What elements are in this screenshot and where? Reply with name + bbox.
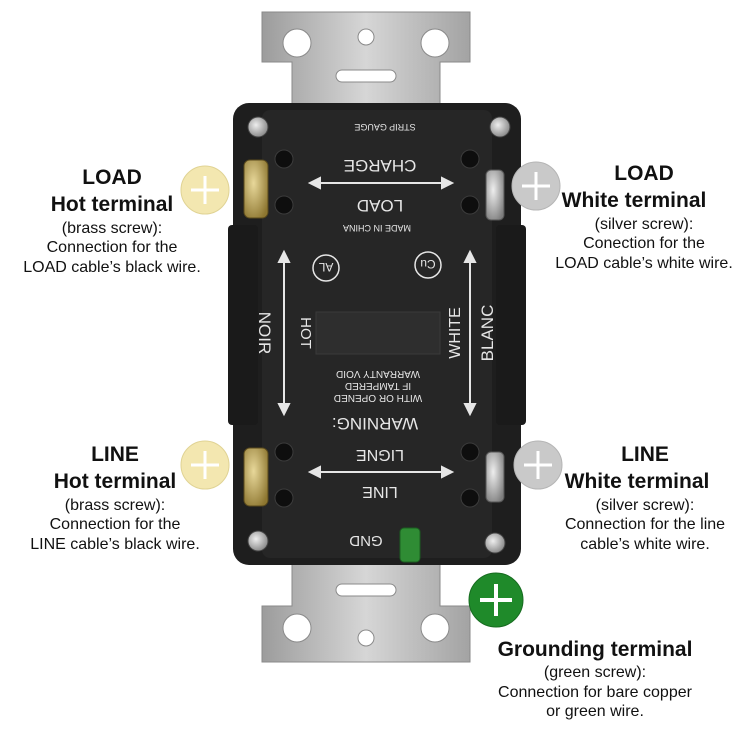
load-white-title-2: White terminal (561, 189, 707, 213)
line-hot-screw: (brass screw): (64, 496, 166, 514)
ground-screw: (green screw): (543, 664, 647, 682)
load-white-desc-1: Conection for the (583, 235, 705, 253)
ground-title: Grounding terminal (497, 638, 693, 661)
receptacle-housing (228, 103, 526, 565)
brass-screw-icon-line (180, 440, 230, 490)
line-white-desc-2: cable’s white wire. (580, 535, 710, 553)
warranty-line-3: WITH OR OPENED (334, 392, 422, 403)
ground-desc-2: or green wire. (546, 703, 644, 721)
line-hot-callout: LINE Hot terminal (brass screw): Connect… (10, 441, 220, 554)
brass-screw-icon-load (180, 165, 230, 215)
charge-text: CHARGE (344, 156, 417, 175)
silver-screw-icon-load (511, 161, 561, 211)
green-screw-icon (468, 572, 524, 628)
mounting-strap-top (261, 11, 471, 106)
line-hot-title-1: LINE (91, 443, 139, 466)
load-white-callout: LOAD White terminal (silver screw): Cone… (538, 160, 750, 273)
silver-screw-icon-line (513, 440, 563, 490)
cu-mark: Cu (420, 257, 435, 271)
noir-text: NOIR (255, 312, 274, 355)
side-terminal-screws (243, 159, 505, 563)
warranty-line-2: IF TAMPERED (345, 380, 411, 391)
load-molded-text: LOAD (357, 196, 403, 215)
line-white-title-1: LINE (621, 443, 669, 466)
load-hot-desc-1: Connection for the (46, 239, 178, 257)
corner-screws (247, 116, 511, 554)
load-hot-callout: LOAD Hot terminal (brass screw): Connect… (0, 164, 224, 277)
load-white-desc-2: LOAD cable’s white wire. (555, 254, 733, 272)
ground-desc-1: Connection for bare copper (498, 683, 692, 701)
white-text: WHITE (447, 307, 464, 359)
line-hot-desc-1: Connection for the (49, 516, 181, 534)
mounting-strap-bottom (261, 559, 471, 663)
blanc-text: BLANC (478, 305, 497, 362)
line-white-callout: LINE White terminal (silver screw): Conn… (540, 441, 750, 554)
strip-gauge-text: STRIP GAUGE (354, 122, 415, 132)
line-molded-text: LINE (362, 483, 398, 500)
load-hot-title-2: Hot terminal (50, 193, 174, 217)
line-white-screw: (silver screw): (595, 496, 695, 514)
line-white-desc-1: Connection for the line (564, 516, 726, 534)
gnd-text: GND (349, 532, 383, 549)
direction-arrows (277, 176, 477, 479)
warning-text: WARNING: (332, 414, 418, 433)
molded-device-text: STRIP GAUGE CHARGE LOAD MADE IN CHINA AL… (255, 122, 497, 549)
load-hot-desc-2: LOAD cable’s black wire. (23, 258, 201, 276)
al-mark: AL (318, 260, 333, 274)
ligne-text: LIGNE (356, 446, 404, 463)
load-hot-screw: (brass screw): (61, 219, 163, 237)
load-white-title-1: LOAD (614, 162, 674, 185)
line-white-title-2: White terminal (564, 470, 710, 494)
line-hot-title-2: Hot terminal (53, 470, 177, 494)
load-white-screw: (silver screw): (594, 215, 694, 233)
line-hot-desc-2: LINE cable’s black wire. (30, 535, 200, 553)
hot-text: HOT (297, 317, 314, 349)
warranty-line-1: WARRANTY VOID (336, 368, 420, 379)
load-hot-title-1: LOAD (82, 166, 142, 189)
made-in-text: MADE IN CHINA (343, 223, 411, 233)
ground-callout: Grounding terminal (green screw): Connec… (470, 636, 720, 722)
backwire-holes (274, 149, 480, 508)
